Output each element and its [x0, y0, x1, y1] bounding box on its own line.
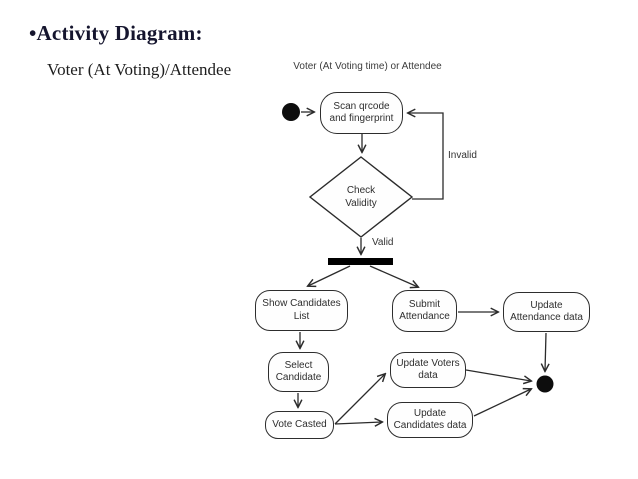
start-node — [282, 103, 300, 121]
edge-update-attendance-to-end — [545, 332, 546, 371]
node-scan-qrcode: Scan qrcode and fingerprint — [320, 92, 403, 134]
edge-vote-casted-to-update-candidates — [334, 422, 382, 424]
node-update-voters-data: Update Voters data — [390, 352, 466, 388]
edge-invalid-loop — [408, 113, 444, 200]
diagram-edges — [298, 112, 546, 424]
node-vote-casted: Vote Casted — [265, 411, 334, 439]
slide-title: •Activity Diagram: — [29, 21, 203, 45]
node-select-candidate: Select Candidate — [268, 352, 329, 392]
decision-diamond — [308, 156, 414, 238]
diagram-header-label: Voter (At Voting time) or Attendee — [293, 61, 442, 72]
end-node — [536, 375, 554, 393]
edge-fork-to-show-candidates — [308, 265, 351, 286]
node-update-attendance-data: Update Attendance data — [503, 292, 590, 332]
fork-bar — [328, 258, 393, 265]
slide-subtitle: Voter (At Voting)/Attendee — [47, 60, 232, 79]
node-submit-attendance: Submit Attendance — [392, 290, 457, 332]
edge-update-voters-to-end — [465, 369, 531, 381]
edge-fork-to-submit-attendance — [369, 265, 418, 287]
edge-label-invalid: Invalid — [448, 150, 477, 161]
edge-vote-casted-to-update-voters — [334, 374, 385, 425]
decision-label: Check Validity — [345, 185, 377, 209]
edge-update-candidates-to-end — [473, 389, 531, 417]
node-show-candidates-list: Show Candidates List — [255, 290, 348, 331]
edge-label-valid: Valid — [372, 237, 394, 248]
node-update-candidates-data: Update Candidates data — [387, 402, 473, 438]
